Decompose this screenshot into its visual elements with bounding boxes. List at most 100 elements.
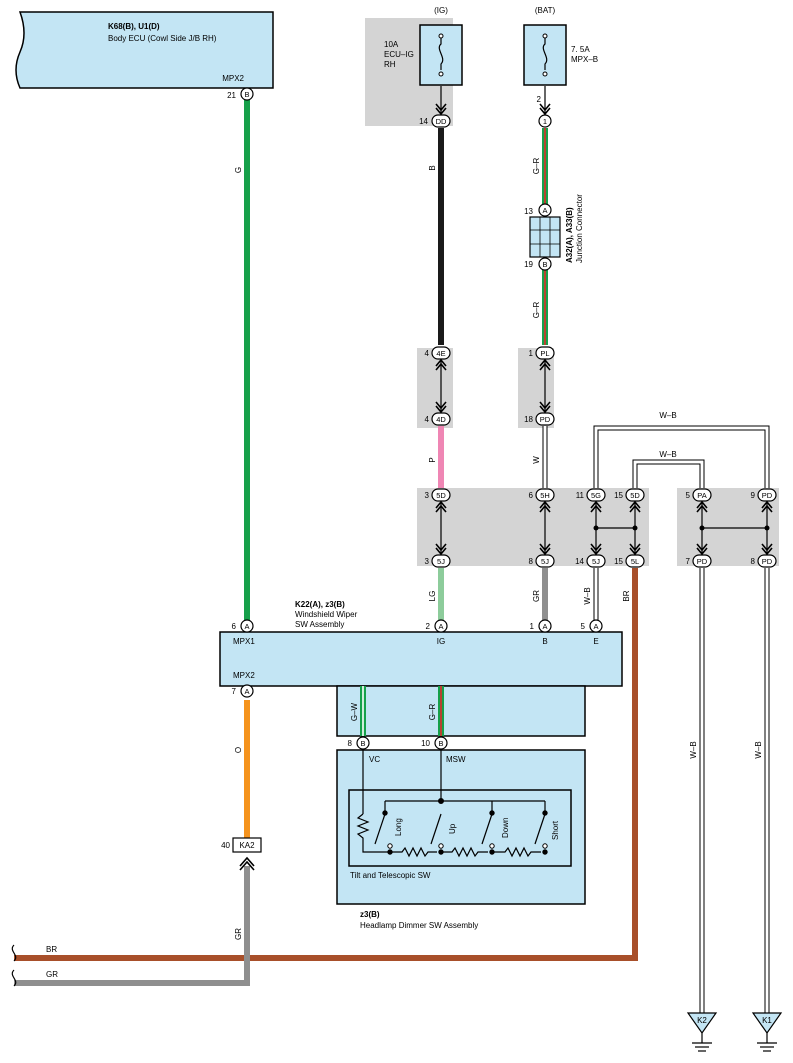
headlamp-msw: MSW	[446, 755, 466, 764]
ecu-code: K68(B), U1(D)	[108, 22, 160, 31]
wiper-sub-box	[336, 685, 586, 737]
ig-connector: DD	[431, 114, 451, 128]
wiper-mpx2-connector: A	[240, 684, 254, 698]
connector-pd-9: PD9	[751, 488, 777, 502]
ground-k1	[751, 1012, 783, 1052]
connector-5j-3-label: 5J	[437, 557, 445, 566]
switch-up: Up	[448, 823, 457, 834]
mating-arrow-5	[539, 500, 551, 513]
headlamp-pin-msw: 10	[421, 739, 430, 748]
mating-arrow-13	[629, 543, 641, 556]
label-wire-w-b-e: W–B	[583, 587, 592, 604]
connector-4e-pin: 4	[425, 349, 430, 358]
ground-k2	[686, 1012, 718, 1052]
junction-bottom-connector-label: B	[542, 260, 547, 269]
connector-5d-3-pin: 3	[425, 491, 430, 500]
label-wire-g-w: G–W	[350, 702, 359, 721]
wiper-pin-mpx1: 6	[232, 622, 237, 631]
wiper-ig: IG	[437, 637, 445, 646]
connector-4d-label: 4D	[436, 415, 446, 424]
connector-5l-pin: 15	[614, 557, 623, 566]
label-wire-lg: LG	[428, 591, 437, 602]
label-wire-g-r-upper: G–R	[532, 158, 541, 175]
connector-pl-pin: 1	[529, 349, 534, 358]
mating-arrow-7	[629, 500, 641, 513]
mating-arrow-10	[435, 543, 447, 556]
connector-5d-15-pin: 15	[614, 491, 623, 500]
junction-code: A32(A), A33(B)	[565, 207, 574, 263]
junction-bottom-connector: B	[538, 257, 552, 271]
bat-connector: 1	[538, 114, 552, 128]
wiper-mpx1: MPX1	[233, 637, 255, 646]
connector-pd-18-label: PD	[540, 415, 551, 424]
junction-top-connector-label: A	[542, 206, 547, 215]
connector-5j-8-label: 5J	[541, 557, 549, 566]
bat-connector-label: 1	[543, 117, 547, 126]
switch-short: Short	[551, 820, 560, 840]
wiper-b-connector: A	[538, 619, 552, 633]
ecu-connector: B	[240, 87, 254, 101]
connector-5l-label: 5L	[631, 557, 639, 566]
ig-fuse-line1: 10A	[384, 40, 399, 49]
mating-arrow-9	[761, 500, 773, 513]
wiper-e: E	[593, 637, 598, 646]
connector-pd-7-pin: 7	[686, 557, 691, 566]
wiper-code: K22(A), z3(B)	[295, 600, 345, 609]
ecu-pin-label: MPX2	[222, 74, 244, 83]
connector-pd-9-pin: 9	[751, 491, 756, 500]
ground-k2-label: K2	[697, 1016, 707, 1025]
connector-pd-8: PD8	[751, 554, 777, 568]
headlamp-code: z3(B)	[360, 910, 380, 919]
connector-5j-8-pin: 8	[529, 557, 534, 566]
wiper-mpx1-connector-label: A	[244, 622, 249, 631]
connector-5g-pin: 11	[576, 491, 585, 500]
wire-w-b-loop-outer	[593, 425, 770, 488]
wiper-b: B	[542, 637, 547, 646]
label-wire-gr-h: GR	[46, 970, 58, 979]
mating-arrow-0	[435, 358, 447, 371]
tilt-label: Tilt and Telescopic SW	[350, 871, 431, 880]
label-wire-w-b-top1: W–B	[659, 411, 676, 420]
mating-arrows	[435, 103, 773, 556]
mating-arrow-17	[539, 103, 551, 116]
wire-w-b-loop-inner	[632, 459, 705, 488]
label-wire-b: B	[428, 165, 437, 170]
wiper-ig-connector-label: A	[438, 622, 443, 631]
switch-down: Down	[501, 818, 510, 838]
connector-4e: 4E4	[425, 346, 451, 360]
wiper-name2: SW Assembly	[295, 620, 344, 629]
ig-pin-number: 14	[419, 117, 428, 126]
connector-5j-14: 5J 14	[575, 554, 606, 568]
mating-arrow-3	[539, 401, 551, 414]
connector-5j-14-pin: 14	[575, 557, 584, 566]
ig-header: (IG)	[434, 6, 448, 15]
connector-5g-label: 5G	[591, 491, 601, 500]
label-wire-w-b-k2: W–B	[689, 741, 698, 758]
mating-arrow-16	[435, 103, 447, 116]
headlamp-name: Headlamp Dimmer SW Assembly	[360, 921, 478, 930]
wiper-pin-ig: 2	[426, 622, 431, 631]
headlamp-vc-connector-label: B	[360, 739, 365, 748]
ig-fuse-line3: RH	[384, 60, 396, 69]
ig-fuse-symbol	[438, 38, 444, 70]
connector-5j-3-pin: 3	[425, 557, 430, 566]
ecu-connector-label: B	[244, 90, 249, 99]
connector-5j-14-label: 5J	[592, 557, 600, 566]
connector-5l: 5L 15	[614, 554, 645, 568]
wiper-ig-connector: A	[434, 619, 448, 633]
connector-pa: PA5	[686, 488, 712, 502]
label-wire-gr-lower: GR	[234, 928, 243, 940]
tilt-telescopic-box	[348, 789, 572, 867]
mating-arrow-11	[539, 543, 551, 556]
ecu-name: Body ECU (Cowl Side J/B RH)	[108, 34, 217, 43]
junction-name: Junction Connector	[575, 194, 584, 263]
wiper-pin-mpx2: 7	[232, 687, 237, 696]
ecu-pin-number: 21	[227, 91, 236, 100]
ka2-connector	[232, 837, 262, 853]
junction-connector	[529, 216, 561, 258]
connector-5j-8: 5J 8	[529, 554, 555, 568]
headlamp-vc: VC	[369, 755, 380, 764]
